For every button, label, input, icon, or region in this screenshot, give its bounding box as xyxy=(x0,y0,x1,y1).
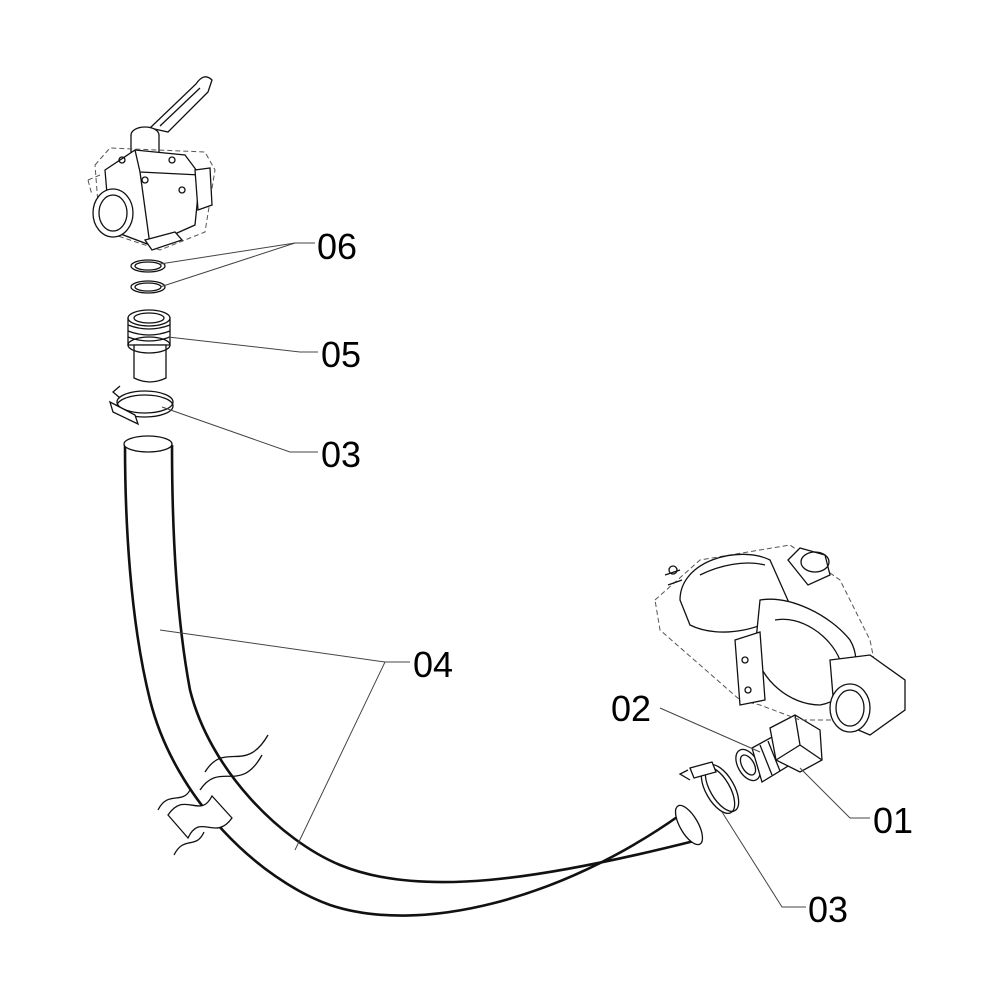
callout-03-upper: 03 xyxy=(321,434,361,475)
hose-clamp-upper xyxy=(108,385,174,426)
callout-06: 06 xyxy=(317,226,357,267)
threaded-nipple xyxy=(127,309,171,383)
callout-02: 02 xyxy=(611,688,651,729)
pump-icon xyxy=(654,544,906,736)
ball-valve-icon xyxy=(87,76,216,251)
callout-04: 04 xyxy=(413,644,453,685)
leader-lines xyxy=(159,242,870,908)
callout-03-lower: 03 xyxy=(808,889,848,930)
callout-01: 01 xyxy=(873,800,913,841)
callout-05: 05 xyxy=(321,334,361,375)
union-nut xyxy=(769,714,823,773)
hose-clamp-lower xyxy=(678,761,740,814)
hose xyxy=(123,435,704,917)
o-rings xyxy=(130,259,166,294)
